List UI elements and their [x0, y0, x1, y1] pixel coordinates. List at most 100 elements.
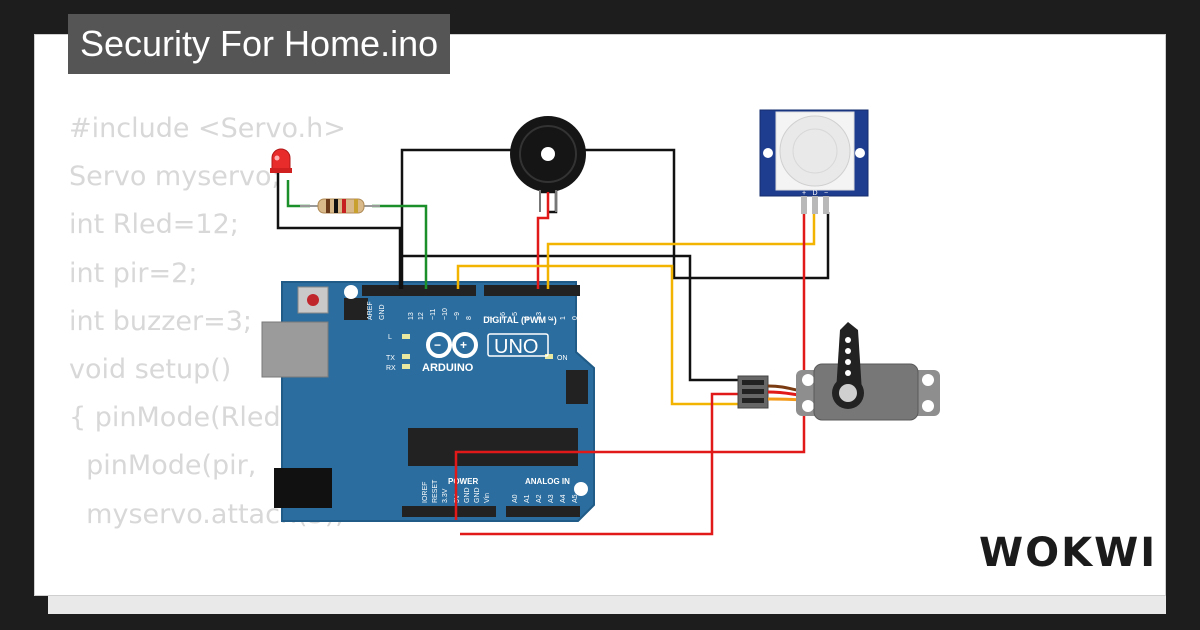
svg-text:DIGITAL (PWM ~): DIGITAL (PWM ~): [483, 315, 556, 325]
mount-hole: [344, 285, 358, 299]
usb-connector: [261, 321, 329, 378]
code-line: { pinMode(Rled,: [69, 402, 290, 434]
pir-hole: [763, 148, 773, 158]
pin-label: 2: [548, 316, 555, 320]
resistor[interactable]: [300, 198, 380, 214]
code-line: void setup(): [69, 353, 232, 385]
servo-motor[interactable]: [737, 322, 940, 421]
digital-header-right: [484, 285, 580, 296]
resistor-band-2: [334, 199, 338, 213]
power-header: [402, 506, 496, 517]
code-line: pinMode(pir,: [69, 450, 257, 482]
led[interactable]: [270, 148, 292, 173]
wire-led-resistor: [286, 180, 310, 208]
led-body-icon: [271, 148, 291, 171]
wires: [276, 148, 830, 536]
svg-text:POWER: POWER: [448, 477, 478, 486]
pir-dome-icon: [779, 115, 851, 187]
mount-hole: [574, 482, 588, 496]
digital-header-left: [362, 285, 476, 296]
led-base: [270, 168, 292, 173]
aref-label: AREF: [367, 301, 374, 320]
svg-text:ON: ON: [557, 355, 568, 362]
board-model: UNO: [494, 336, 538, 358]
rx-label: RX: [386, 365, 396, 372]
pin-label: 0: [572, 316, 579, 320]
code-line: #include <Servo.h>: [69, 113, 346, 144]
resistor-band-3: [342, 199, 346, 213]
gnd-label: GND: [379, 304, 386, 320]
resistor-band-4: [354, 199, 358, 213]
pin-label: RESET: [432, 479, 439, 503]
wire-gnd-servo: [402, 254, 740, 382]
resistor-band-1: [326, 199, 330, 213]
logo-plus: +: [460, 338, 467, 352]
pin-label: Vin: [484, 493, 491, 503]
tx-led: [402, 354, 410, 359]
l-led: [402, 334, 410, 339]
servo-horn-icon: [836, 322, 862, 392]
svg-text:GND: GND: [379, 304, 386, 320]
pir-pin-label: D: [812, 190, 817, 197]
led-highlight: [274, 155, 280, 161]
pir-pin: [801, 196, 807, 214]
buzzer-hole: [541, 147, 555, 161]
uno-badge: [487, 333, 549, 357]
pin-label: A4: [560, 494, 567, 503]
reset-button-cap: [307, 294, 319, 306]
wire-5v-pir: [454, 212, 806, 520]
pir-pin-label: −: [824, 190, 828, 197]
wire-servo-signal: [456, 264, 740, 406]
atmega-chip: [408, 428, 578, 466]
project-card[interactable]: #include <Servo.h> Servo myservo; int Rled…: [34, 34, 1166, 596]
pir-hole: [855, 148, 865, 158]
pir-motion-sensor[interactable]: +D−: [759, 109, 869, 214]
pin-label: ~3: [536, 312, 543, 320]
pin-label: ~11: [430, 309, 437, 320]
icsp-header-right: [566, 370, 588, 404]
code-line: int pir=2;: [69, 257, 198, 289]
pin-label: GND: [474, 487, 481, 503]
pin-label: ~6: [500, 312, 507, 320]
pin-label: 8: [466, 316, 473, 320]
pin-label: 12: [418, 312, 425, 320]
l-label: L: [388, 334, 392, 341]
on-label: ON: [557, 355, 568, 362]
wire-5v-servo: [460, 392, 740, 536]
svg-text:L: L: [388, 334, 392, 341]
analog-label: ANALOG IN: [525, 477, 570, 486]
pin-label: ~10: [442, 308, 449, 320]
pin-label: ~5: [512, 312, 519, 320]
pin-label: 5V: [454, 494, 461, 503]
tx-label: TX: [386, 355, 395, 362]
pin-label: A0: [512, 494, 519, 503]
wire-led-gnd: [276, 170, 402, 289]
power-label: POWER: [448, 477, 478, 486]
svg-text:ANALOG IN: ANALOG IN: [525, 477, 570, 486]
pin-label: 3.3V: [442, 488, 449, 503]
buzzer[interactable]: [510, 116, 586, 212]
power-jack: [274, 468, 332, 508]
code-line: Servo myservo;: [69, 161, 281, 193]
pin-label: A1: [524, 494, 531, 503]
code-line: int buzzer=3;: [69, 305, 252, 337]
pin-label: 1: [560, 316, 567, 320]
board-brand: ARDUINO: [422, 362, 474, 374]
buzzer-ring: [519, 125, 577, 183]
pin-label: IOREF: [422, 482, 429, 503]
wokwi-logo[interactable]: WOKWI: [975, 522, 1155, 578]
project-title[interactable]: Security For Home.ino: [68, 14, 451, 74]
code-line: int Rled=12;: [69, 209, 239, 241]
pir-pin-labels: +D−: [802, 190, 828, 197]
wire-buzzer-pin3: [536, 190, 550, 289]
pin-label: A5: [572, 494, 579, 503]
servo-body: [813, 363, 919, 421]
pin-label: GND: [464, 487, 471, 503]
pir-pin: [812, 196, 818, 214]
svg-text:RX: RX: [386, 365, 396, 372]
